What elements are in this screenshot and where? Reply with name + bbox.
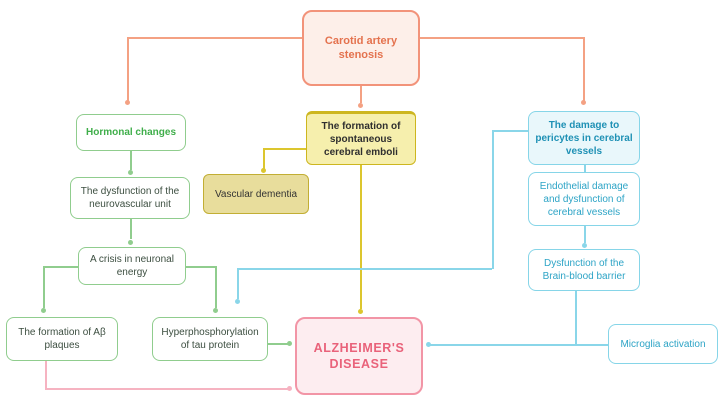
arrow-dot [235, 299, 240, 304]
node-microglia-activation: Microglia activation [608, 324, 718, 364]
arrow-dot [582, 243, 587, 248]
arrow-dot [426, 342, 431, 347]
arrow-dot [261, 168, 266, 173]
node-label: The formation of spontaneous cerebral em… [321, 120, 401, 158]
connector-bbb-microglia [575, 291, 577, 345]
arrow-dot [581, 100, 586, 105]
arrow-dot [128, 170, 133, 175]
node-label: Hormonal changes [85, 127, 177, 138]
node-label: Hyperphosphorylation of tau protein [161, 327, 259, 351]
connector-carotid-pericytes [420, 37, 584, 39]
node-label: The formation of Aβ plaques [18, 327, 106, 351]
node-dysfunction-neurovascular-unit: The dysfunction of the neurovascular uni… [70, 177, 190, 219]
connector-pericytes-tau [237, 268, 239, 299]
node-hormonal-changes: Hormonal changes [76, 114, 186, 151]
node-alzheimers-disease: ALZHEIMER'S DISEASE [295, 317, 423, 395]
connector-formation-vascular [263, 148, 265, 169]
connector-crisis-tau [186, 266, 215, 268]
connector-bbb-alzheimers [427, 344, 608, 346]
node-label: Microglia activation [620, 338, 706, 350]
node-vascular-dementia: Vascular dementia [203, 174, 309, 214]
node-label: The damage to pericytes in cerebral vess… [535, 119, 633, 157]
arrow-dot [125, 100, 130, 105]
node-label: Dysfunction of the Brain-blood barrier [542, 258, 626, 282]
connector-carotid-hormonal [127, 37, 302, 39]
node-damage-to-pericytes: The damage to pericytes in cerebral vess… [528, 111, 640, 165]
node-carotid-artery-stenosis: Carotid artery stenosis [302, 10, 420, 86]
arrow-dot [358, 103, 363, 108]
connector-abeta-alzheimers [45, 388, 288, 390]
arrow-dot [358, 309, 363, 314]
connector-crisis-abeta [43, 266, 45, 308]
node-label: The dysfunction of the neurovascular uni… [80, 186, 180, 210]
node-label: Endothelial damage and dysfunction of ce… [539, 180, 629, 218]
connector-crisis-tau [215, 266, 217, 308]
connector-carotid-hormonal [127, 37, 129, 101]
node-formation-abeta-plaques: The formation of Aβ plaques [6, 317, 118, 361]
connector-tau-alzheimers [268, 343, 288, 345]
connector-pericytes-tau [237, 268, 492, 270]
arrow-dot [213, 308, 218, 313]
node-label: A crisis in neuronal energy [90, 254, 174, 278]
connector-abeta-alzheimers [45, 361, 47, 389]
connector-hormonal-neurovascular [130, 151, 132, 170]
node-hyperphosphorylation-tau: Hyperphosphorylation of tau protein [152, 317, 268, 361]
node-label: ALZHEIMER'S DISEASE [313, 340, 405, 371]
arrow-dot [41, 308, 46, 313]
arrow-dot [128, 240, 133, 245]
connector-endothelial-bbb [584, 226, 586, 243]
connector-formation-alzheimers [360, 165, 362, 309]
arrow-dot [287, 341, 292, 346]
connector-formation-vascular [263, 148, 306, 150]
arrow-dot [287, 386, 292, 391]
connector-carotid-formation [360, 86, 362, 103]
connector-crisis-abeta [43, 266, 78, 268]
connector-neurovascular-crisis [130, 219, 132, 239]
node-endothelial-damage: Endothelial damage and dysfunction of ce… [528, 172, 640, 226]
node-label: Carotid artery stenosis [324, 34, 398, 61]
connector-carotid-pericytes [583, 37, 585, 101]
connector-pericytes-endothelial [584, 165, 586, 172]
node-crisis-neuronal-energy: A crisis in neuronal energy [78, 247, 186, 285]
node-formation-spontaneous-cerebral-emboli: The formation of spontaneous cerebral em… [306, 111, 416, 165]
node-label: Vascular dementia [214, 188, 298, 200]
connector-pericytes-tau [492, 130, 528, 132]
connector-pericytes-tau [492, 130, 494, 269]
node-dysfunction-brain-blood-barrier: Dysfunction of the Brain-blood barrier [528, 249, 640, 291]
